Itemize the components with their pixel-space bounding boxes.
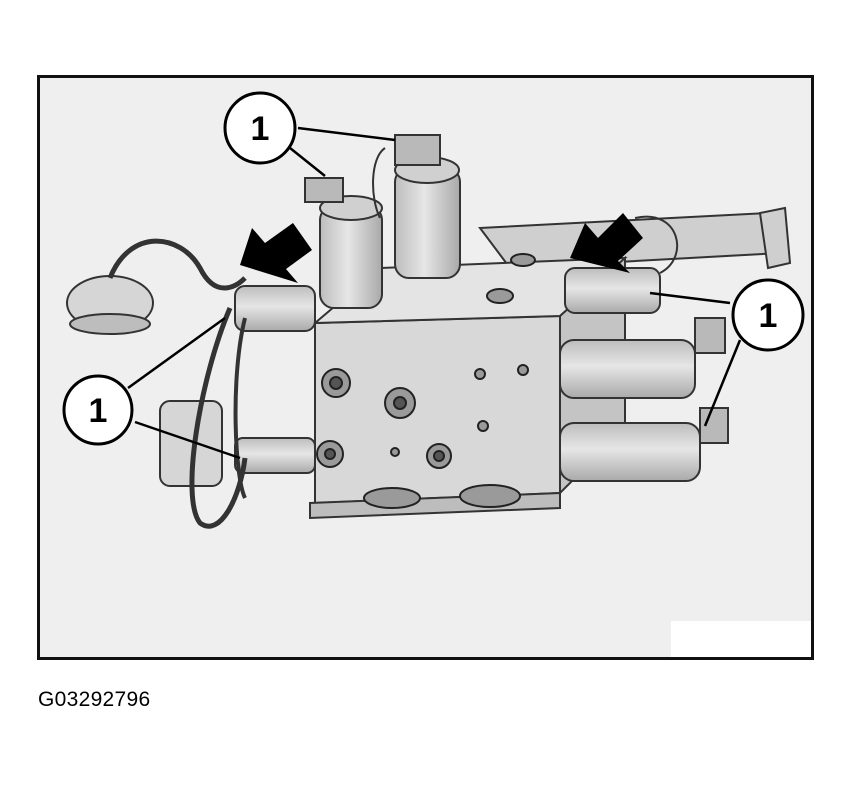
callout-1-left: 1 — [62, 374, 134, 446]
right-solenoids — [559, 215, 729, 482]
black-arrow-left — [240, 223, 312, 283]
callout-1-top: 1 — [223, 91, 297, 165]
black-arrow-right — [570, 213, 643, 273]
valve-block-illustration: 1 1 1 — [62, 91, 805, 529]
callout-1-right: 1 — [731, 278, 805, 352]
svg-text:1: 1 — [759, 297, 778, 335]
svg-text:1: 1 — [251, 110, 270, 148]
top-solenoids — [304, 134, 461, 309]
figure-id: G03292796 — [38, 688, 151, 711]
diagram-frame: 1 1 1 — [37, 75, 814, 660]
callout-leaders — [127, 126, 742, 460]
frame-corner-blank — [671, 621, 811, 657]
svg-text:1: 1 — [89, 392, 108, 430]
port-holes — [316, 253, 536, 509]
left-connectors — [66, 238, 316, 529]
